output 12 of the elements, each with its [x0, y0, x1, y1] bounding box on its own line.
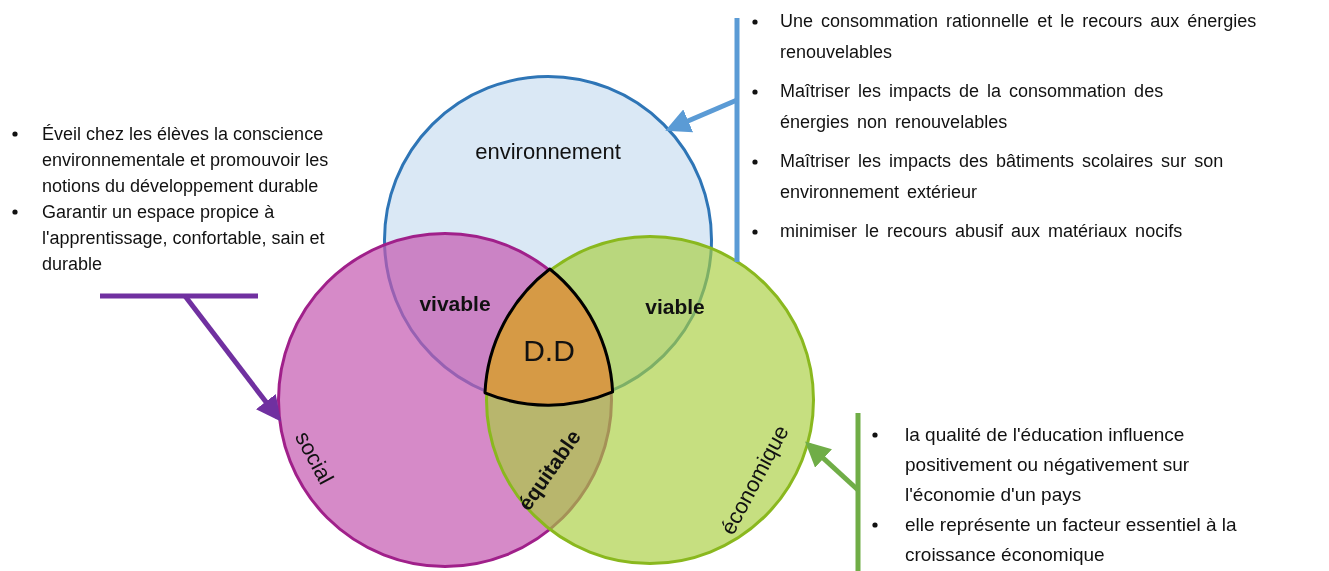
intersection-label: D.D — [523, 335, 575, 366]
circle-label: environnement — [475, 141, 621, 163]
overlap-label: viable — [645, 295, 705, 317]
bullet-text: Éveil chez les élèves la conscience environnementale et promouvoir les notions du développement durable — [42, 123, 330, 198]
bullet-text: elle représente un facteur essentiel à la croissance économique — [905, 513, 1238, 567]
arrow — [665, 97, 738, 133]
bullet-text: Maîtriser les impacts des bâtiments scolaires sur son environnement extérieur — [780, 150, 1225, 204]
bullet-text: Garantir un espace propice à l'apprentissage, confortable, sain et durable — [42, 201, 326, 276]
bullet-text: minimiser le recours abusif aux matériaux nocifs — [780, 220, 1183, 243]
bullet-text: Maîtriser les impacts de la consommation des énergies non renouvelables — [780, 80, 1165, 134]
overlap-label: vivable — [419, 292, 491, 314]
bullet-text: Une consommation rationnelle et le recours aux énergies renouvelables — [780, 10, 1258, 64]
